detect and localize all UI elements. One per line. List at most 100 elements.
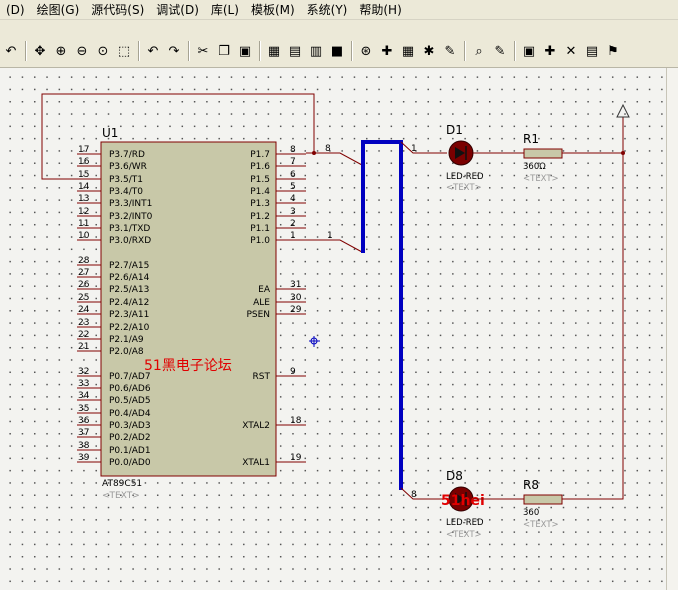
chip-ref: U1 [102, 126, 118, 140]
pin-name: P3.5/T1 [109, 175, 143, 185]
block-move-icon[interactable]: ▤ [288, 43, 302, 59]
pick-device-icon[interactable]: ⊛ [360, 43, 372, 59]
move-icon[interactable]: ✥ [34, 43, 46, 59]
menu-item-1[interactable]: 绘图(G) [36, 3, 80, 17]
toolbar-separator [138, 41, 140, 61]
pin-number: 5 [290, 182, 296, 192]
design-rule-icon[interactable]: ⚑ [607, 43, 619, 59]
pin-name: P1.0 [250, 236, 270, 246]
redo-icon[interactable]: ↷ [168, 43, 180, 59]
search-tag-icon[interactable]: ⌕ [475, 43, 483, 59]
toolbar-separator [514, 41, 516, 61]
pin-name: P1.4 [250, 187, 270, 197]
chip-right-pins: 8P1.77P1.66P1.55P1.44P1.33P1.22P1.11P1.0… [242, 145, 306, 468]
paste-icon[interactable]: ▣ [238, 43, 252, 59]
zoom-in-icon[interactable]: ⊕ [55, 43, 67, 59]
menu-item-5[interactable]: 模板(M) [250, 3, 295, 17]
pin-name: P3.3/INT1 [109, 199, 152, 209]
bus-label-8-right: 8 [411, 490, 417, 500]
pin-name: P0.1/AD1 [109, 446, 151, 456]
new-sheet-icon[interactable]: ▣ [522, 43, 536, 59]
pin-number: 15 [78, 170, 89, 180]
menu-bar: (D) 绘图(G) 源代码(S) 调试(D) 库(L) 模板(M) 系统(Y) 帮助(H) [0, 0, 678, 20]
block-copy-icon[interactable]: ▦ [267, 43, 281, 59]
power-rail-wire-bottom[interactable] [562, 117, 624, 500]
toolbar-separator [351, 41, 353, 61]
pin-name: P3.0/RXD [109, 236, 151, 246]
wire-d8[interactable] [400, 487, 445, 500]
block-rotate-icon[interactable]: ▥ [309, 43, 323, 59]
pin-number: 11 [78, 219, 89, 229]
bill-of-materials-icon[interactable]: ✕ [565, 43, 577, 59]
chip-text: <TEXT> [102, 491, 140, 501]
pin-name: P3.7/RD [109, 150, 145, 160]
wire-d1[interactable] [400, 141, 447, 154]
pin-name: P2.0/A8 [109, 347, 144, 357]
menu-item-0[interactable]: (D) [6, 2, 25, 17]
pin-number: 38 [78, 441, 90, 451]
pin-number: 4 [290, 194, 296, 204]
remove-sheet-icon[interactable]: ✚ [544, 43, 556, 59]
pin-number: 14 [78, 182, 90, 192]
pin-name: P1.3 [250, 199, 270, 209]
wire-autorouter-icon[interactable]: ✎ [444, 43, 456, 59]
vertical-scrollbar[interactable] [666, 68, 678, 590]
pin-number: 29 [290, 305, 302, 315]
bus-line[interactable] [361, 140, 403, 490]
pin-name: EA [258, 285, 271, 295]
pin-name: P0.7/AD7 [109, 372, 151, 382]
copy-icon[interactable]: ❐ [218, 43, 230, 59]
wire-p10[interactable] [306, 239, 363, 253]
package-icon[interactable]: ▦ [401, 43, 415, 59]
pin-number: 19 [290, 453, 302, 463]
menu-item-7[interactable]: 帮助(H) [359, 3, 402, 17]
pin-name: P3.6/WR [109, 162, 147, 172]
pin-number: 33 [78, 379, 89, 389]
undo-arrow[interactable]: ↶ [5, 43, 17, 59]
menu-item-2[interactable]: 源代码(S) [91, 3, 145, 17]
toolbar-separator [25, 41, 27, 61]
chip-part: AT89C51 [102, 479, 142, 489]
crosshair-cursor-icon [309, 336, 320, 347]
chip-body[interactable] [100, 141, 277, 477]
pin-name: P0.0/AD0 [109, 458, 151, 468]
menu-item-4[interactable]: 库(L) [210, 3, 239, 17]
toolbar-separator [188, 41, 190, 61]
watermark-51hei: 51hei [441, 493, 485, 509]
pin-name: P2.7/A15 [109, 261, 149, 271]
cut-icon[interactable]: ✂ [197, 43, 209, 59]
pin-number: 9 [290, 367, 296, 377]
block-delete-icon[interactable]: ■ [330, 43, 344, 59]
pin-name: XTAL2 [242, 421, 270, 431]
resistor-r1-ref: R1 [523, 132, 539, 146]
decompose-icon[interactable]: ✱ [423, 43, 435, 59]
led-d1[interactable] [448, 140, 474, 166]
property-assign-icon[interactable]: ✎ [494, 43, 506, 59]
pin-number: 31 [290, 280, 301, 290]
loop-wire[interactable] [41, 93, 315, 180]
pin-name: P2.1/A9 [109, 335, 144, 345]
undo-icon[interactable]: ↶ [147, 43, 159, 59]
pin-number: 32 [78, 367, 89, 377]
zoom-area-icon[interactable]: ⬚ [117, 43, 131, 59]
make-device-icon[interactable]: ✚ [381, 43, 393, 59]
netlist-icon[interactable]: ▤ [585, 43, 599, 59]
pin-number: 16 [78, 157, 90, 167]
pin-number: 24 [78, 305, 90, 315]
zoom-all-icon[interactable]: ⊙ [97, 43, 109, 59]
bus-label-1-left: 1 [327, 231, 333, 241]
resistor-r1[interactable] [523, 148, 563, 159]
zoom-out-icon[interactable]: ⊖ [76, 43, 88, 59]
pin-number: 3 [290, 207, 296, 217]
resistor-r8[interactable] [523, 494, 563, 505]
pin-name: P0.3/AD3 [109, 421, 151, 431]
wire-p17[interactable] [306, 152, 363, 166]
bus-label-1-right: 1 [411, 144, 417, 154]
pin-number: 10 [78, 231, 90, 241]
menu-item-3[interactable]: 调试(D) [156, 3, 199, 17]
menu-item-6[interactable]: 系统(Y) [306, 3, 348, 17]
watermark-forum: 51黑电子论坛 [144, 358, 232, 374]
power-terminal-icon[interactable] [616, 103, 630, 118]
